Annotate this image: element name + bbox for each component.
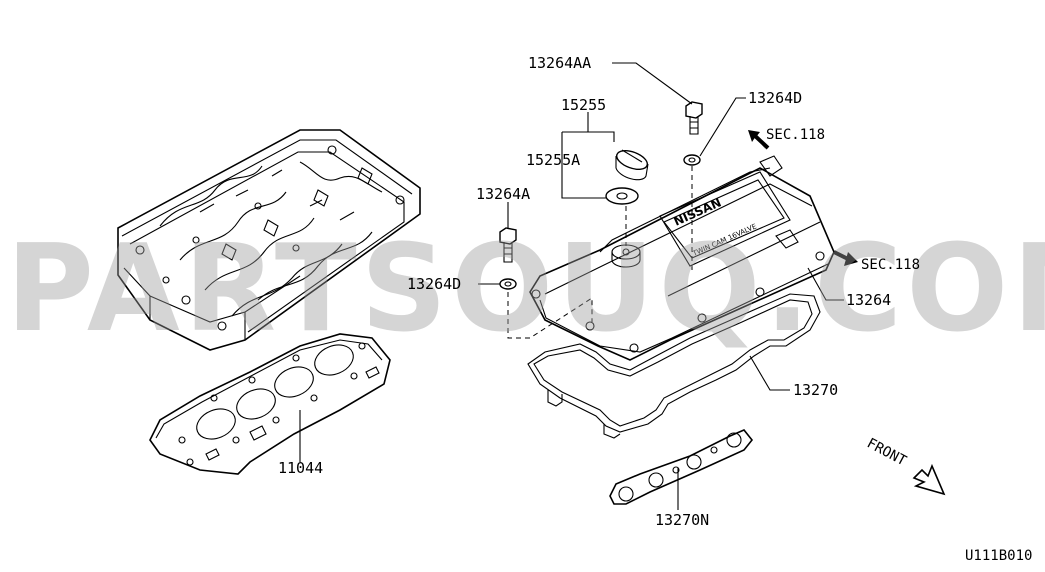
label-13264a: 13264A — [476, 185, 530, 203]
label-sec118-top: SEC.118 — [766, 127, 825, 143]
head-gasket-drawing — [149, 333, 391, 475]
label-15255a: 15255A — [526, 151, 580, 169]
cylinder-head-drawing — [117, 129, 421, 351]
bolt-13264a-drawing — [499, 227, 517, 263]
label-sec118-right: SEC.118 — [861, 257, 920, 273]
label-13264: 13264 — [846, 291, 891, 309]
label-13264d-left: 13264D — [407, 275, 461, 293]
label-front: FRONT — [864, 435, 909, 469]
label-13270n: 13270N — [655, 511, 709, 529]
label-13264d-top: 13264D — [748, 89, 802, 107]
bolt-13264aa-drawing — [685, 101, 703, 135]
assembly-dashed-lines — [507, 166, 693, 339]
label-13270: 13270 — [793, 381, 838, 399]
sec-arrow-right-icon — [833, 250, 858, 266]
leader-lines — [299, 62, 844, 510]
front-arrow-icon — [912, 463, 946, 496]
label-13264aa: 13264AA — [528, 54, 591, 72]
valve-cover-gasket-drawing — [527, 293, 821, 439]
oil-cap-drawing — [605, 149, 649, 205]
label-11044: 11044 — [278, 459, 323, 477]
washer-13264d-top-drawing — [683, 154, 701, 166]
label-15255: 15255 — [561, 96, 606, 114]
diagram-code: U111B010 — [965, 548, 1032, 564]
watermark-text: PARTSOUQ.COM — [6, 220, 1045, 359]
washer-13264d-left-drawing — [499, 278, 517, 290]
sec-arrow-top-icon — [748, 130, 770, 150]
plug-tube-gasket-drawing — [609, 429, 754, 505]
